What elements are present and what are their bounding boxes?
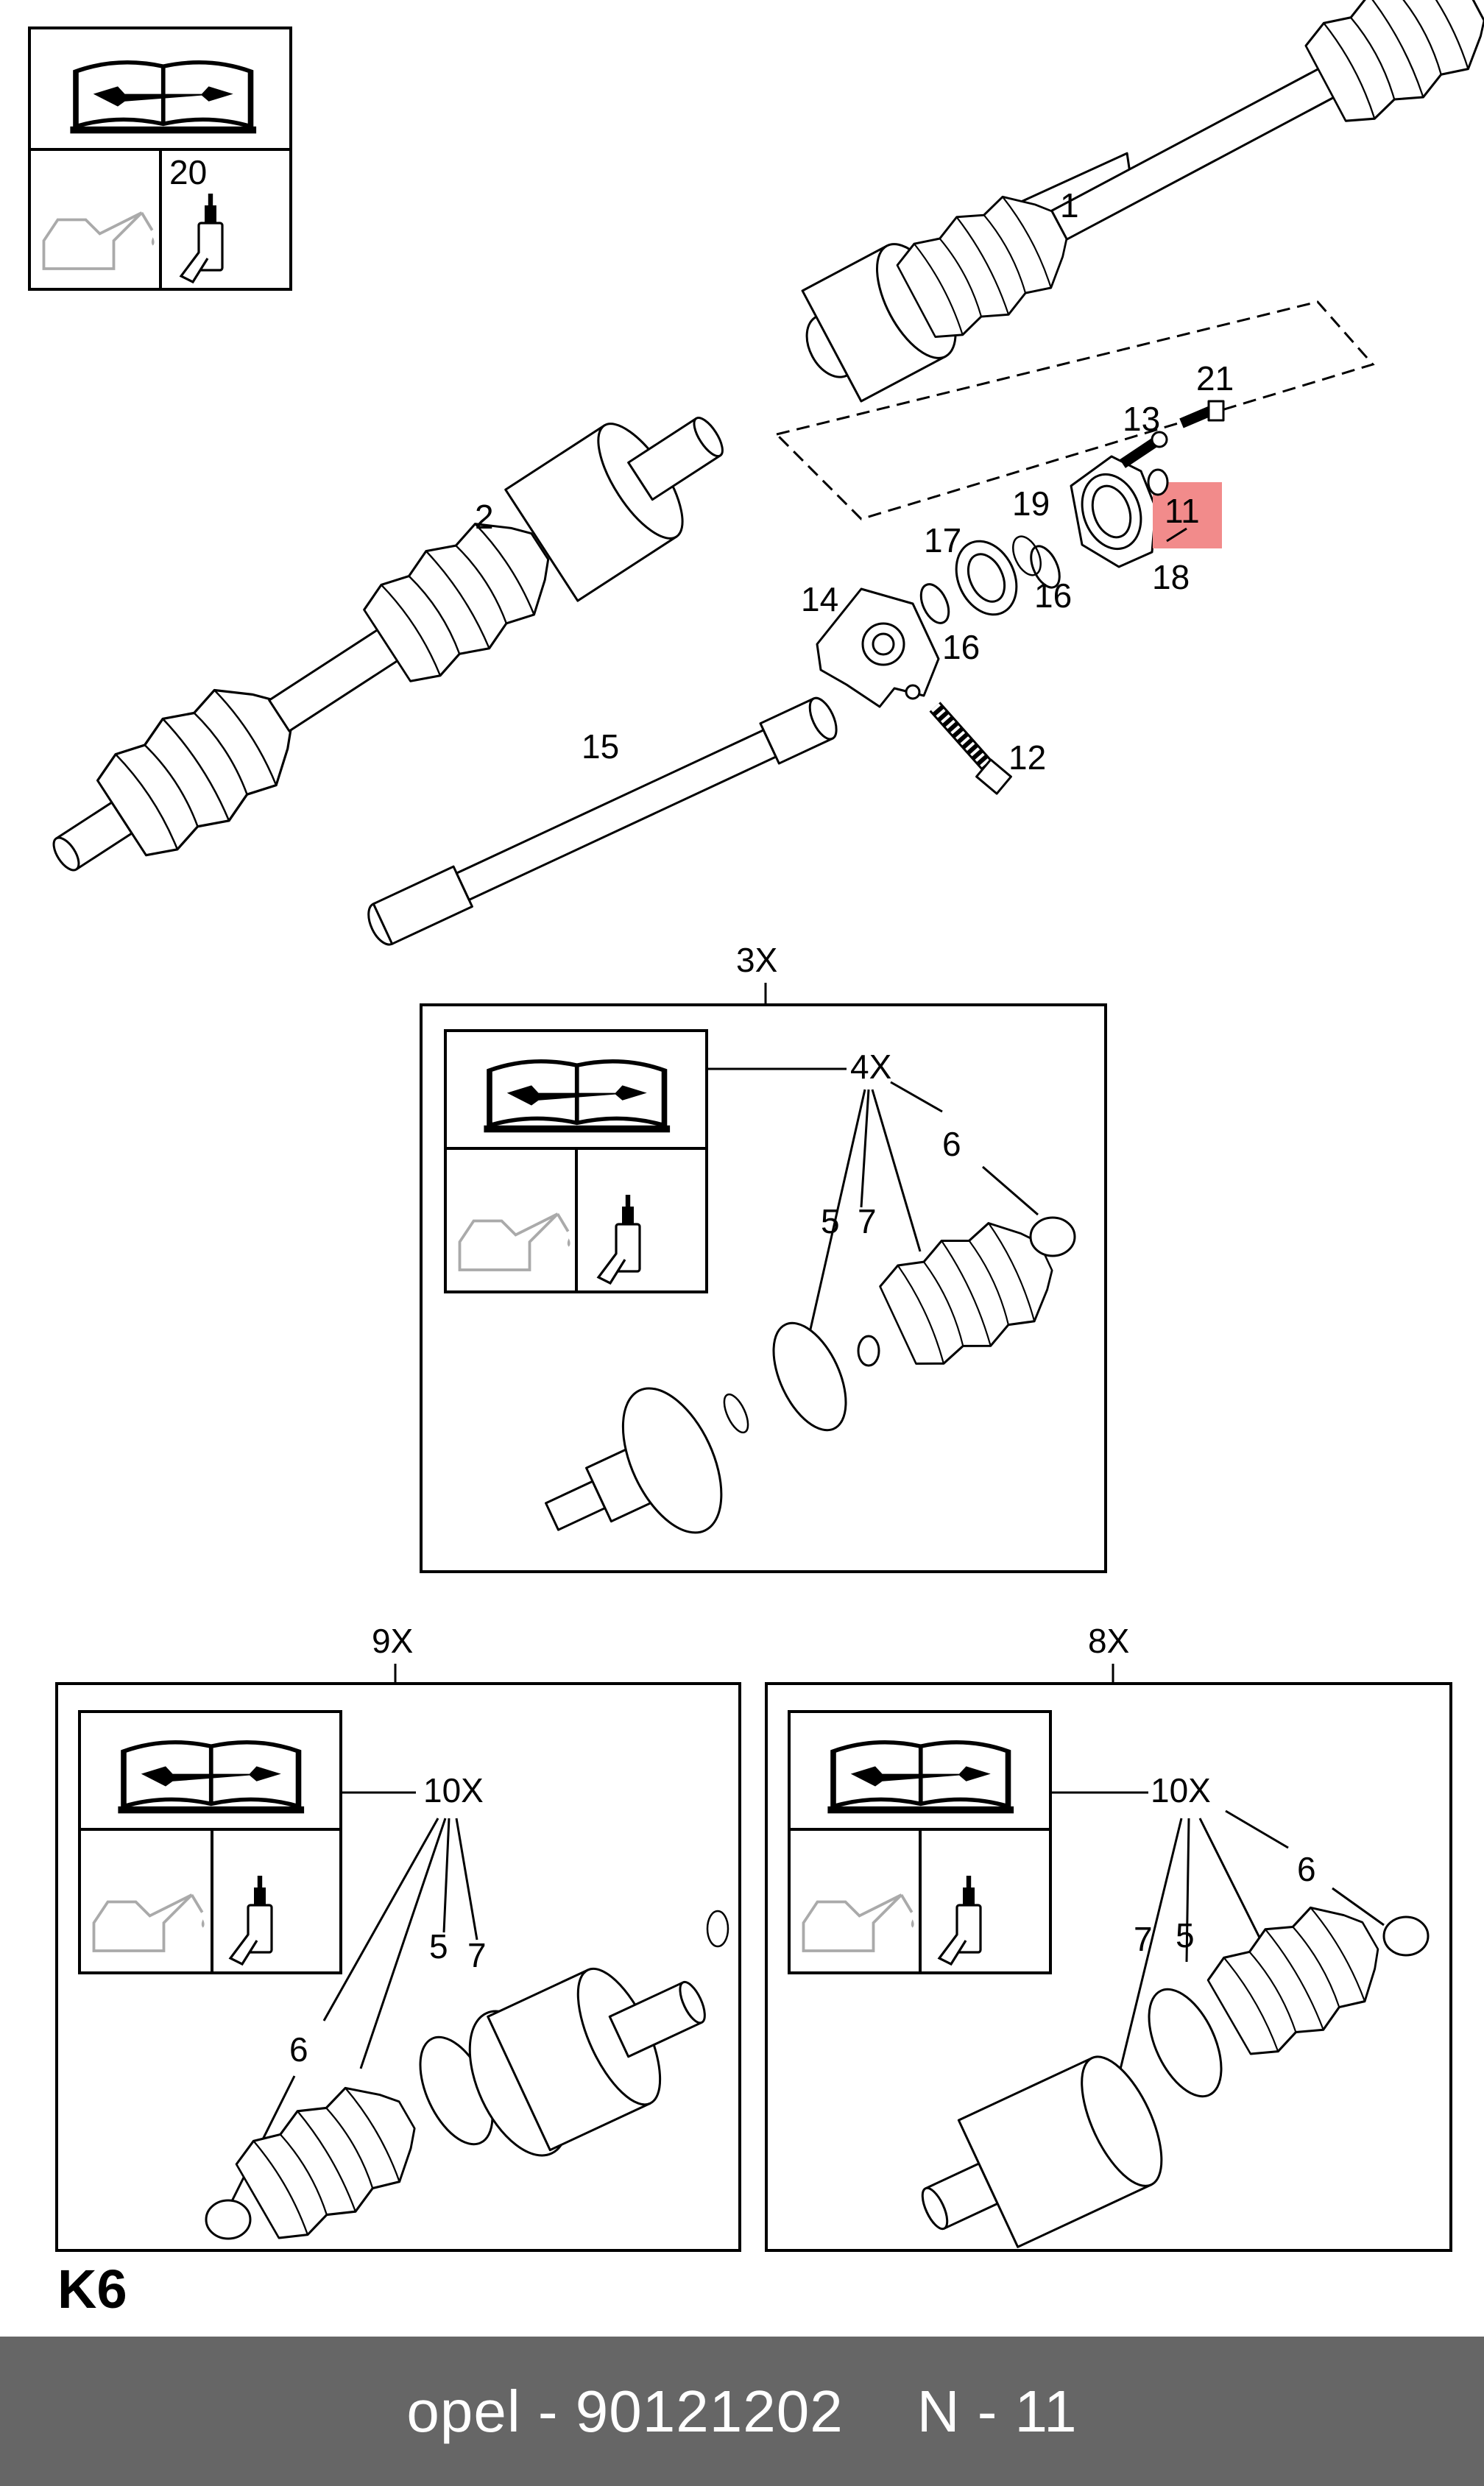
grease-tube-icon-9x bbox=[229, 1874, 273, 1966]
bolt-13: 13 bbox=[1120, 400, 1168, 468]
box-8x-title: 8X bbox=[1088, 1622, 1129, 1660]
callout-15: 15 bbox=[582, 727, 619, 766]
circlip-16b: 16 bbox=[1030, 545, 1072, 615]
box-3x-title: 3X bbox=[736, 941, 777, 979]
box-8x: 8X 10X 6 7 5 bbox=[765, 1622, 1452, 2252]
callout-4x: 4X bbox=[850, 1048, 891, 1086]
callout-6-9x: 6 bbox=[289, 2030, 308, 2069]
footer-bar: opel - 90121202 N - 11 bbox=[0, 2337, 1484, 2486]
callout-20: 20 bbox=[169, 153, 207, 191]
grease-tube-icon-8x bbox=[938, 1874, 982, 1966]
callout-12: 12 bbox=[1008, 738, 1046, 777]
ring-19: 19 bbox=[1012, 484, 1050, 576]
bolt-21: 21 bbox=[1179, 359, 1234, 428]
callout-10x-9x: 10X bbox=[423, 1771, 484, 1809]
callout-14: 14 bbox=[801, 580, 838, 618]
oil-can-icon-9x bbox=[92, 1893, 206, 1952]
callout-5-3x: 5 bbox=[821, 1202, 840, 1240]
callout-5-9x: 5 bbox=[429, 1927, 448, 1966]
callout-7-9x: 7 bbox=[467, 1936, 487, 1974]
callout-21: 21 bbox=[1196, 359, 1234, 398]
o-ring-11: 11 bbox=[1147, 468, 1222, 548]
oil-can-icon-3x bbox=[458, 1212, 572, 1271]
callout-17: 17 bbox=[924, 521, 961, 559]
circlip-16a: 16 bbox=[919, 583, 980, 666]
service-manual-icon-3x bbox=[484, 1062, 670, 1133]
drive-shaft-left: 2 bbox=[52, 417, 724, 872]
service-reference-box: 20 bbox=[28, 27, 292, 291]
box-9x-title: 9X bbox=[372, 1622, 413, 1660]
callout-16b: 16 bbox=[1034, 576, 1072, 615]
oil-can-icon bbox=[42, 211, 156, 270]
callout-16a: 16 bbox=[942, 628, 980, 666]
callout-2: 2 bbox=[475, 498, 494, 536]
service-manual-icon-9x bbox=[118, 1742, 304, 1814]
bearing-bracket: 14 bbox=[801, 580, 940, 708]
bearing-17: 17 bbox=[924, 521, 1018, 616]
flange-18: 18 bbox=[1070, 455, 1190, 596]
intermediate-shaft: 15 bbox=[367, 696, 838, 946]
footer-part-number: 90121202 bbox=[575, 2378, 844, 2444]
highlight-marker bbox=[1153, 482, 1222, 548]
callout-11: 11 bbox=[1165, 492, 1200, 530]
oil-can-icon-8x bbox=[802, 1893, 916, 1952]
callout-6-8x: 6 bbox=[1297, 1850, 1316, 1888]
callout-13: 13 bbox=[1123, 400, 1160, 438]
footer-brand: opel bbox=[406, 2378, 521, 2444]
footer-separator: - bbox=[537, 2378, 559, 2444]
callout-18: 18 bbox=[1152, 558, 1190, 596]
service-manual-icon bbox=[70, 63, 256, 134]
bolt-12: 12 bbox=[929, 702, 1046, 795]
box-9x: 9X 10X 6 5 7 bbox=[55, 1622, 741, 2253]
callout-7-3x: 7 bbox=[858, 1202, 877, 1240]
callout-6-3x: 6 bbox=[942, 1125, 961, 1163]
footer-ref: N - 11 bbox=[916, 2378, 1078, 2444]
callout-19: 19 bbox=[1012, 484, 1050, 523]
grease-tube-icon-3x bbox=[597, 1193, 641, 1285]
callout-1: 1 bbox=[1060, 186, 1079, 225]
page-code: K6 bbox=[57, 2259, 127, 2320]
grease-tube-icon bbox=[180, 192, 224, 283]
callout-5-8x: 5 bbox=[1176, 1916, 1195, 1954]
callout-10x-8x: 10X bbox=[1151, 1771, 1211, 1809]
drive-shaft-right: 1 bbox=[801, 0, 1484, 403]
service-manual-icon-8x bbox=[827, 1742, 1014, 1814]
box-3x: 3X 4X 6 5 7 bbox=[420, 941, 1107, 1573]
